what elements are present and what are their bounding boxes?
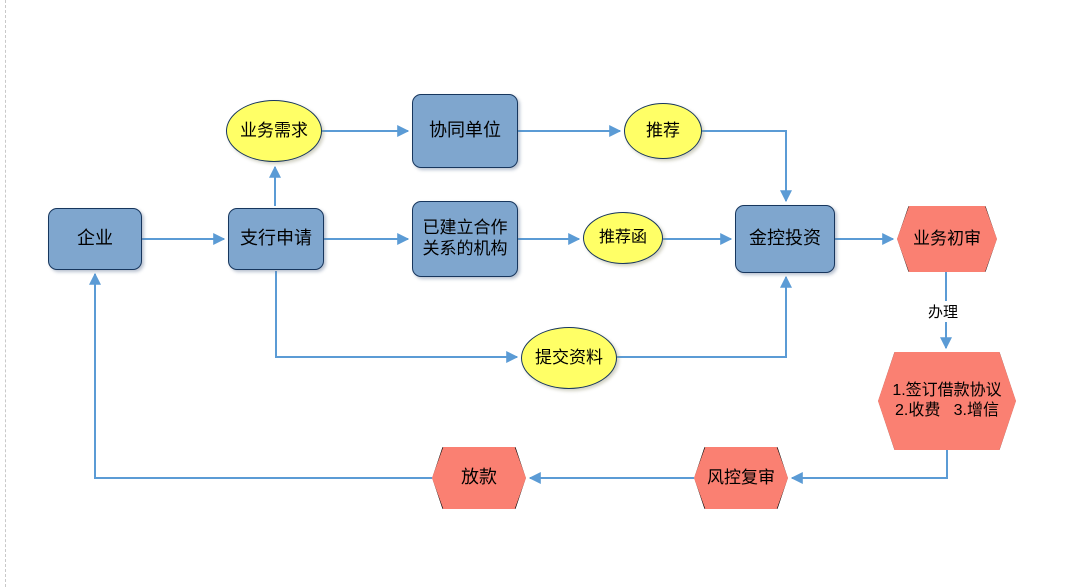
node-business-requirement[interactable]: 业务需求 [226, 100, 322, 162]
node-submit-materials[interactable]: 提交资料 [521, 327, 617, 389]
node-partner-institution[interactable]: 已建立合作 关系的机构 [412, 201, 518, 277]
node-loan-agreement-steps[interactable]: 1.签订借款协议 2.收费 3.增信 [878, 352, 1016, 450]
edge-banli-fengkong [790, 450, 948, 484]
edge-tijiao-jinkong [617, 275, 792, 358]
node-business-preliminary-review[interactable]: 业务初审 [897, 206, 997, 272]
edge-label-process: 办理 [925, 301, 962, 322]
node-collaborative-unit[interactable]: 协同单位 [412, 94, 518, 168]
page-margin-guide [5, 0, 6, 587]
node-financial-holding-investment[interactable]: 金控投资 [735, 205, 835, 273]
node-enterprise[interactable]: 企业 [48, 208, 142, 270]
node-recommendation-letter[interactable]: 推荐函 [583, 212, 663, 264]
edge-tuijian-jinkong [702, 130, 792, 203]
edge-fangkuan-qiye [89, 272, 432, 479]
node-recommend[interactable]: 推荐 [624, 103, 702, 159]
node-branch-application[interactable]: 支行申请 [228, 208, 324, 270]
node-loan-disbursement[interactable]: 放款 [432, 447, 526, 509]
node-risk-control-review[interactable]: 风控复审 [694, 447, 788, 509]
edge-zhihang-tijiao [275, 271, 519, 363]
